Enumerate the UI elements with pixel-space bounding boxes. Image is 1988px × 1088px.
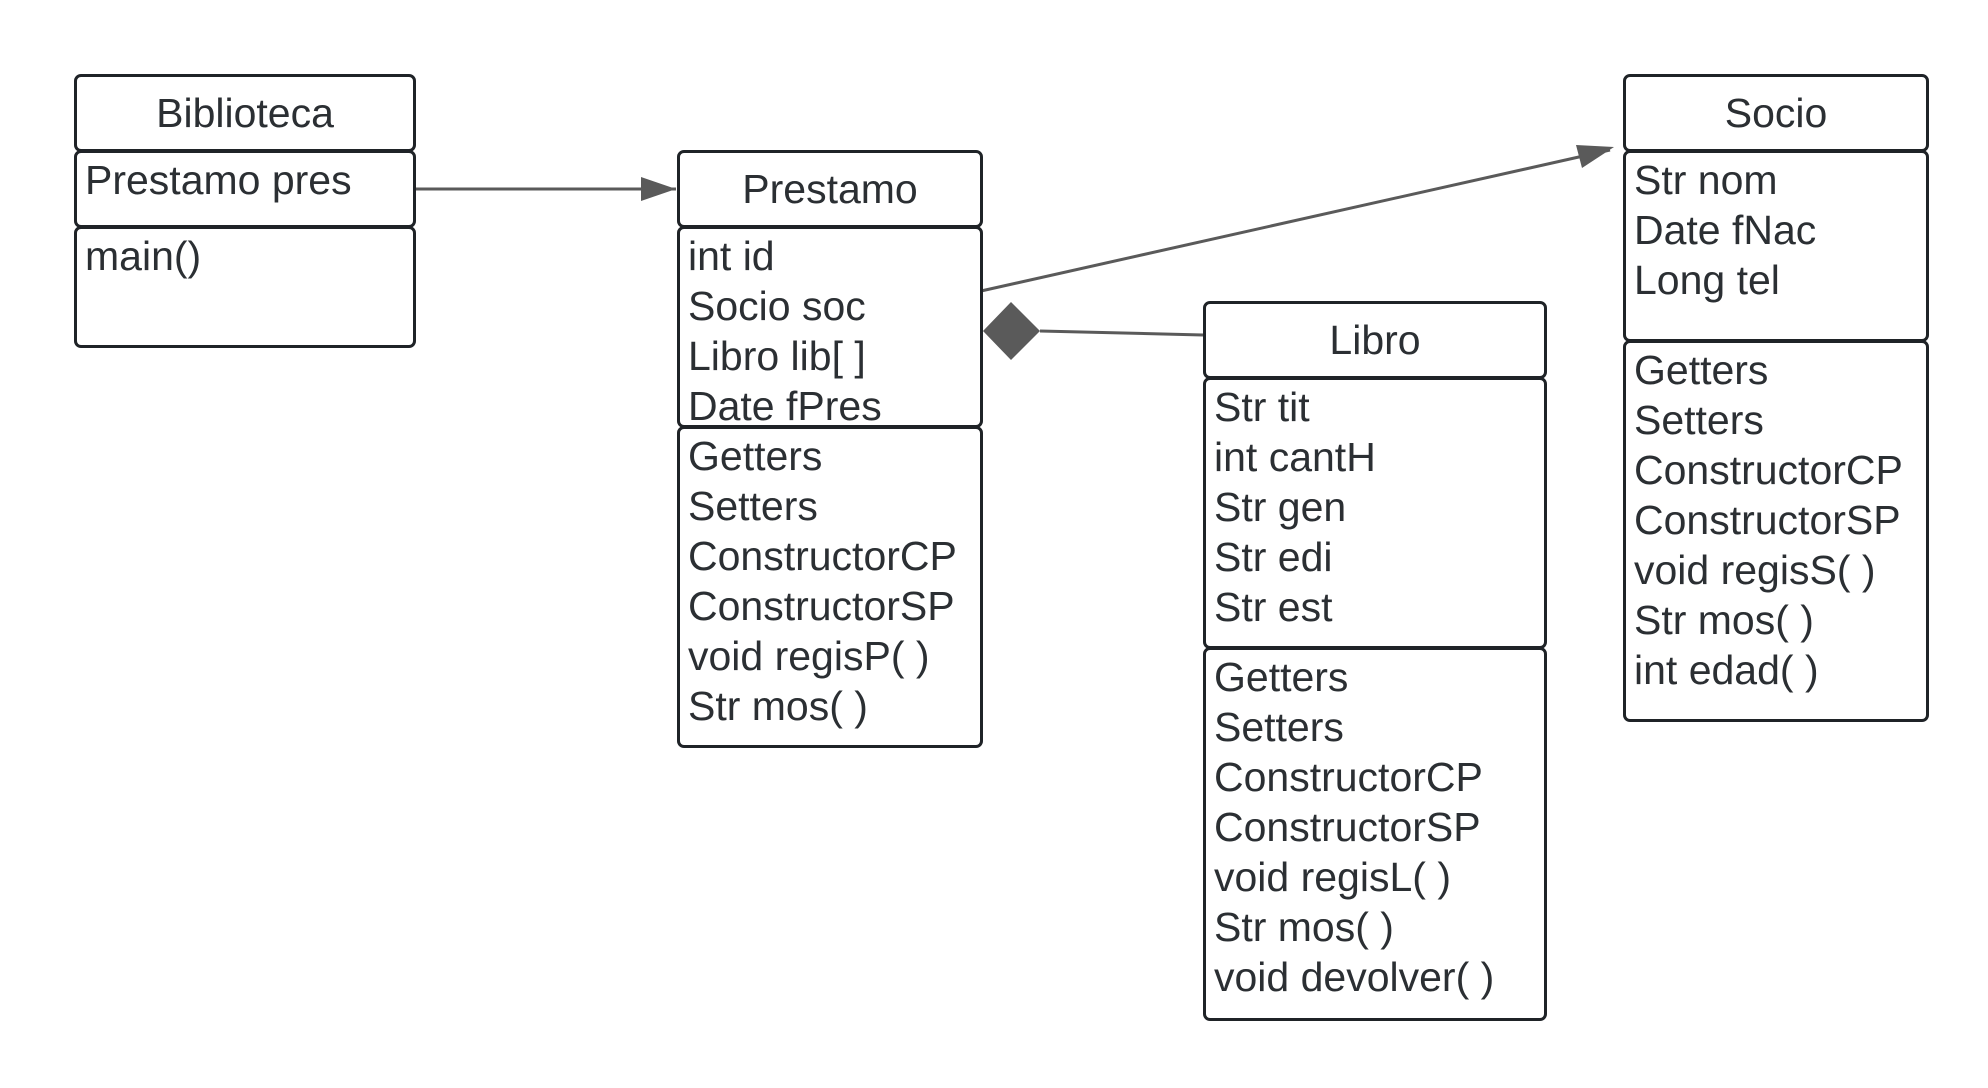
attribute: Str edi [1214,534,1333,580]
association-arrowhead-socio [1576,145,1614,168]
method: int edad( ) [1634,647,1819,693]
method: ConstructorSP [1634,497,1901,543]
method: ConstructorCP [1214,754,1483,800]
method: Setters [1214,704,1344,750]
attribute: Str nom [1634,157,1778,203]
attribute: Str gen [1214,484,1347,530]
method: ConstructorSP [1214,804,1481,850]
attribute: Socio soc [688,283,866,329]
method: void regisS( ) [1634,547,1876,593]
method: Getters [1634,347,1769,393]
method: ConstructorSP [688,583,955,629]
method: main() [85,233,202,279]
attribute: Str tit [1214,384,1310,430]
attribute: int cantH [1214,434,1376,480]
method: void regisL( ) [1214,854,1451,900]
method: Str mos( ) [688,683,868,729]
class-biblioteca-methods: main() [74,226,416,348]
method: void devolver( ) [1214,954,1495,1000]
method: Str mos( ) [1214,904,1394,950]
attribute: int id [688,233,775,279]
method: Setters [1634,397,1764,443]
class-biblioteca-name: Biblioteca [74,74,416,152]
attribute: Long tel [1634,257,1780,303]
class-socio-name: Socio [1623,74,1929,152]
association-arrowhead-prestamo [641,177,676,201]
method: Str mos( ) [1634,597,1814,643]
composition-diamond [983,302,1040,360]
method: Getters [688,433,823,479]
attribute: Libro lib[ ] [688,333,866,379]
method: ConstructorCP [1634,447,1903,493]
attribute: Date fPres [688,383,882,429]
method: Getters [1214,654,1349,700]
attribute: Str est [1214,584,1333,630]
association-prestamo-socio [980,148,1611,293]
class-prestamo-name: Prestamo [677,150,983,228]
attribute: Prestamo pres [85,157,352,203]
class-biblioteca-attributes: Prestamo pres [74,150,416,228]
method: void regisP( ) [688,633,930,679]
composition-line-prestamo-libro [1039,329,1204,337]
class-libro-name: Libro [1203,301,1547,379]
method: ConstructorCP [688,533,957,579]
attribute: Date fNac [1634,207,1817,253]
method: Setters [688,483,818,529]
